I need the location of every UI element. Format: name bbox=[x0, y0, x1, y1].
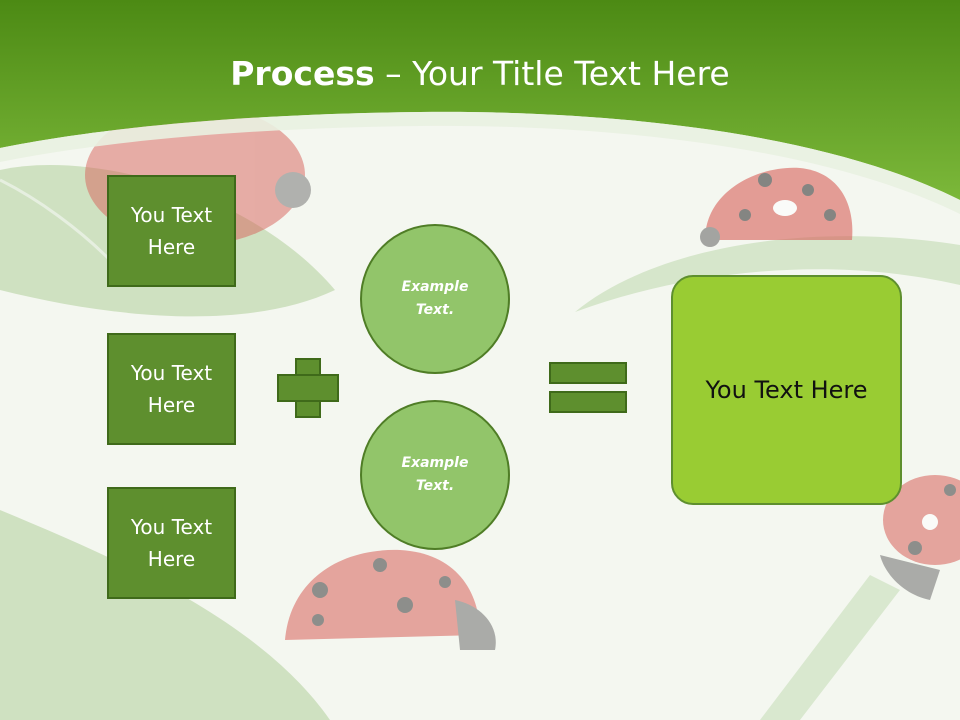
grass-blade-right bbox=[760, 575, 900, 720]
leaf-top-left-highlight bbox=[0, 178, 112, 262]
input-box-label: You Text Here bbox=[130, 515, 213, 571]
header-band bbox=[0, 0, 960, 200]
equals-icon-bar-bottom bbox=[549, 391, 627, 413]
leaf-bottom-left bbox=[0, 510, 330, 720]
example-circle-label: Example Text. bbox=[401, 455, 469, 494]
input-box-2[interactable]: You Text Here bbox=[107, 333, 236, 445]
title-rest: – Your Title Text Here bbox=[374, 54, 730, 93]
header-curve-highlight bbox=[0, 111, 960, 214]
page-title: Process – Your Title Text Here bbox=[0, 50, 960, 98]
input-box-1[interactable]: You Text Here bbox=[107, 175, 236, 287]
example-circle-1[interactable]: Example Text. bbox=[360, 224, 510, 374]
ladybug-bottom bbox=[285, 549, 496, 650]
input-box-3[interactable]: You Text Here bbox=[107, 487, 236, 599]
equals-icon-bar-top bbox=[549, 362, 627, 384]
title-bold: Process bbox=[230, 54, 375, 93]
example-circle-label: Example Text. bbox=[401, 279, 469, 318]
plus-icon-center bbox=[297, 376, 319, 400]
ladybug-bottom-right bbox=[880, 475, 960, 600]
input-box-label: You Text Here bbox=[130, 361, 213, 417]
input-box-label: You Text Here bbox=[130, 203, 213, 259]
result-box[interactable]: You Text Here bbox=[671, 275, 902, 505]
leaf-right-upper bbox=[575, 236, 960, 312]
example-circle-2[interactable]: Example Text. bbox=[360, 400, 510, 550]
result-box-label: You Text Here bbox=[705, 376, 868, 404]
ladybug-top-right bbox=[700, 167, 853, 247]
